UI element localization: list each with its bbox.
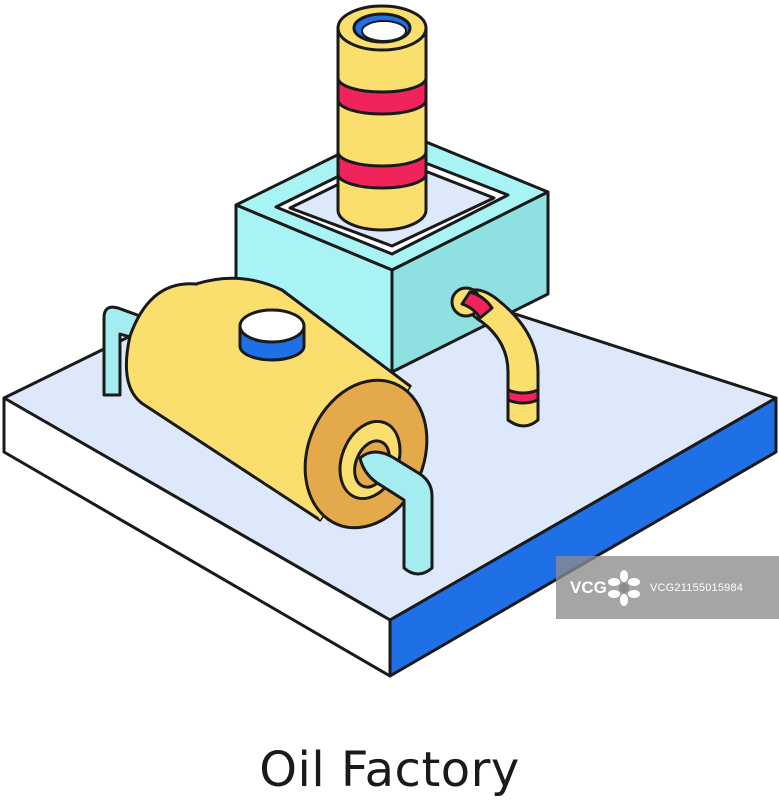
chimney-stripe-bottom xyxy=(336,150,428,190)
right-pipe-stripe-bottom xyxy=(506,388,540,405)
tank-top-valve xyxy=(238,308,306,362)
chimney-opening-inner xyxy=(361,20,407,42)
oil-tank xyxy=(124,276,429,530)
box-right-face xyxy=(390,190,550,374)
chimney-stripe-top xyxy=(336,76,428,116)
right-pipe-stripe-top xyxy=(460,290,494,320)
base-right-face xyxy=(388,396,778,678)
starburst-icon xyxy=(608,569,640,606)
watermark-banner: VCG VCG21155015984 xyxy=(556,556,779,619)
watermark-logo-text: VCG xyxy=(570,577,607,597)
front-cyan-pipe xyxy=(358,450,434,576)
caption-title: Oil Factory xyxy=(259,742,520,798)
watermark-logo: VCG xyxy=(570,568,642,608)
chimney xyxy=(336,4,428,232)
right-curved-pipe xyxy=(450,286,540,428)
watermark-id: VCG21155015984 xyxy=(650,581,744,594)
oil-factory-illustration xyxy=(2,4,778,678)
